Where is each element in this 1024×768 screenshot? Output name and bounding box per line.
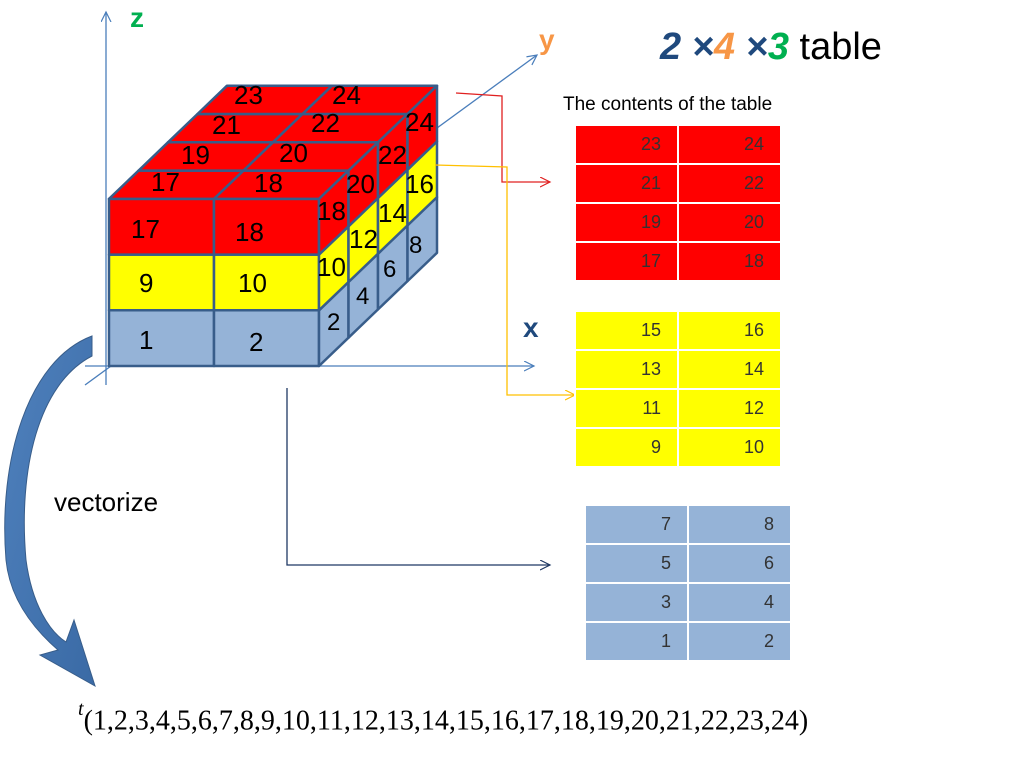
vector-values: (1,2,3,4,5,6,7,8,9,10,11,12,13,14,15,16,… <box>83 705 809 737</box>
table-row: 19 20 <box>576 204 780 241</box>
cube-side-label: 18 <box>317 196 346 226</box>
cube-side-label: 8 <box>409 232 422 259</box>
page-title: 2 ×4 ×3 table <box>660 28 882 66</box>
cube-front-cell <box>107 253 216 312</box>
z-axis-label: z <box>130 2 144 33</box>
table-row: 13 14 <box>576 351 780 388</box>
cube-side-label: 10 <box>317 252 346 282</box>
cube-top-label: 17 <box>151 167 180 197</box>
blue-layer-arrow <box>286 388 550 565</box>
table-row: 17 18 <box>576 243 780 280</box>
cube-top-label: 20 <box>279 138 308 168</box>
table-cell: 4 <box>689 584 790 621</box>
title-suffix: table <box>799 26 882 68</box>
cube-front-label: 1 <box>139 325 153 355</box>
cube-side-label: 22 <box>378 140 407 170</box>
vectorize-curved-arrow <box>4 335 96 688</box>
cube-top-label: 24 <box>332 80 361 110</box>
cube-top-label: 19 <box>181 140 210 170</box>
table-cell: 24 <box>679 126 780 163</box>
cube-front-cell <box>107 309 216 368</box>
red-layer-table: 23 24 21 22 19 20 17 18 <box>574 124 782 282</box>
title-times-1: × <box>691 26 714 68</box>
table-row: 1 2 <box>586 623 790 660</box>
table-cell: 8 <box>689 506 790 543</box>
cube-faces <box>107 84 439 368</box>
table-cell: 3 <box>586 584 687 621</box>
vector-expression: t(1,2,3,4,5,6,7,8,9,10,11,12,13,14,15,16… <box>78 698 809 737</box>
table-cell: 16 <box>679 312 780 349</box>
cube-front-cell <box>212 197 321 256</box>
cube-front-cell <box>107 197 216 256</box>
table-cell: 6 <box>689 545 790 582</box>
table-cell: 14 <box>679 351 780 388</box>
table-cell: 22 <box>679 165 780 202</box>
table-cell: 21 <box>576 165 677 202</box>
table-cell: 12 <box>679 390 780 427</box>
blue-layer-table: 7 8 5 6 3 4 1 2 <box>584 504 792 662</box>
table-cell: 15 <box>576 312 677 349</box>
cube-front-label: 18 <box>235 217 264 247</box>
cube-side-label: 24 <box>405 107 434 137</box>
table-row: 9 10 <box>576 429 780 466</box>
table-cell: 10 <box>679 429 780 466</box>
cube-side-cell <box>406 84 439 171</box>
cube-side-label: 16 <box>405 169 434 199</box>
cube-side-label: 2 <box>327 309 340 336</box>
table-cell: 2 <box>689 623 790 660</box>
table-row: 21 22 <box>576 165 780 202</box>
cube-side-label: 6 <box>383 256 396 283</box>
cube-top-label: 18 <box>254 168 283 198</box>
cube-front-label: 17 <box>131 214 160 244</box>
table-row: 3 4 <box>586 584 790 621</box>
table-cell: 11 <box>576 390 677 427</box>
table-row: 7 8 <box>586 506 790 543</box>
yellow-layer-arrow <box>434 164 575 395</box>
yellow-layer-table: 15 16 13 14 11 12 9 10 <box>574 310 782 468</box>
y-axis-label: y <box>539 24 555 55</box>
cube-side-label: 20 <box>346 169 375 199</box>
vectorize-label: vectorize <box>54 487 159 517</box>
cube-top-label: 21 <box>212 110 241 140</box>
cube-front-label: 10 <box>238 268 267 298</box>
cube-front-label: 2 <box>249 327 263 357</box>
table-cell: 19 <box>576 204 677 241</box>
cube-side-label: 14 <box>378 198 407 228</box>
cube-labels: 17 18 9 10 1 2 17 18 19 20 21 22 23 24 1… <box>131 80 434 357</box>
transpose-superscript: t <box>78 698 84 720</box>
red-layer-arrow <box>455 92 550 182</box>
table-row: 11 12 <box>576 390 780 427</box>
table-cell: 23 <box>576 126 677 163</box>
table-cell: 7 <box>586 506 687 543</box>
table-row: 5 6 <box>586 545 790 582</box>
title-dim-1: 2 <box>660 26 682 68</box>
title-times-2: × <box>745 26 768 68</box>
cube-front-label: 9 <box>139 268 153 298</box>
table-cell: 13 <box>576 351 677 388</box>
cube-side-label: 12 <box>349 224 378 254</box>
table-cell: 9 <box>576 429 677 466</box>
subtitle: The contents of the table <box>563 94 773 115</box>
cube-top-label: 23 <box>234 80 263 110</box>
title-dim-3: 3 <box>767 26 789 68</box>
table-cell: 18 <box>679 243 780 280</box>
table-cell: 1 <box>586 623 687 660</box>
title-dim-2: 4 <box>713 26 736 68</box>
table-row: 23 24 <box>576 126 780 163</box>
cube-front-cell <box>212 309 321 368</box>
table-cell: 5 <box>586 545 687 582</box>
table-cell: 17 <box>576 243 677 280</box>
cube-side-label: 4 <box>356 283 369 310</box>
cube-top-label: 22 <box>311 108 340 138</box>
table-cell: 20 <box>679 204 780 241</box>
table-row: 15 16 <box>576 312 780 349</box>
x-axis-label: x <box>523 312 539 343</box>
